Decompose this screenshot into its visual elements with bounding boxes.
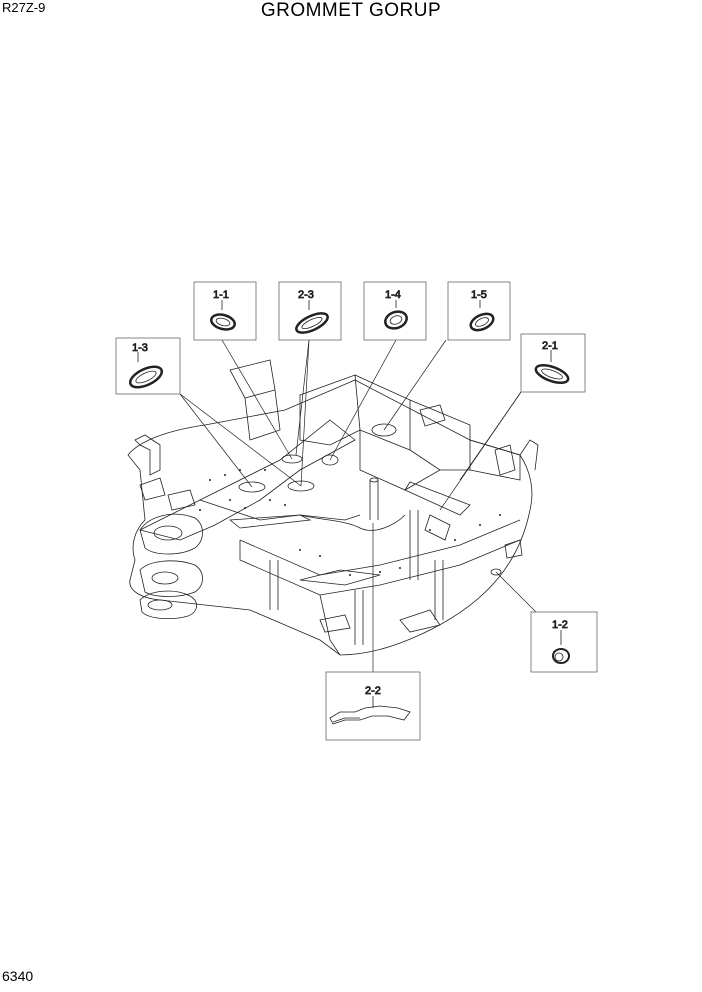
callout-label-2-1: 2-1 — [542, 340, 558, 352]
channel-seal-2-2-icon — [329, 705, 411, 725]
callout-1-2[interactable]: 1-2 — [530, 611, 598, 673]
leader-lines — [179, 339, 537, 672]
page-title: GROMMET GORUP — [260, 0, 442, 21]
callout-1-3[interactable]: 1-3 — [115, 337, 181, 395]
callout-label-1-3: 1-3 — [132, 342, 148, 354]
callout-2-3[interactable]: 2-3 — [278, 281, 342, 341]
callout-2-1[interactable]: 2-1 — [520, 333, 586, 393]
upper-frame-drawing — [127, 359, 539, 656]
callout-1-1[interactable]: 1-1 — [193, 281, 257, 341]
page-number: 6340 — [2, 968, 34, 984]
grommet-1-1-icon — [210, 313, 236, 331]
callout-label-1-4: 1-4 — [385, 289, 401, 301]
callout-1-4[interactable]: 1-4 — [363, 281, 427, 341]
callout-label-2-2: 2-2 — [365, 685, 381, 697]
model-code: R27Z-9 — [2, 0, 46, 15]
callout-label-1-2: 1-2 — [552, 619, 568, 631]
callout-2-2[interactable]: 2-2 — [325, 671, 421, 741]
callout-label-1-5: 1-5 — [471, 289, 487, 301]
grommet-1-5-icon — [469, 312, 495, 332]
grommet-1-4-icon — [384, 310, 408, 330]
callout-1-5[interactable]: 1-5 — [447, 281, 511, 341]
grommet-2-3-icon — [295, 312, 329, 334]
callout-label-2-3: 2-3 — [298, 289, 314, 301]
grommet-1-2-icon — [552, 648, 570, 664]
callout-label-1-1: 1-1 — [213, 289, 229, 301]
grommet-2-1-icon — [534, 363, 570, 385]
grommet-1-3-icon — [128, 365, 164, 389]
